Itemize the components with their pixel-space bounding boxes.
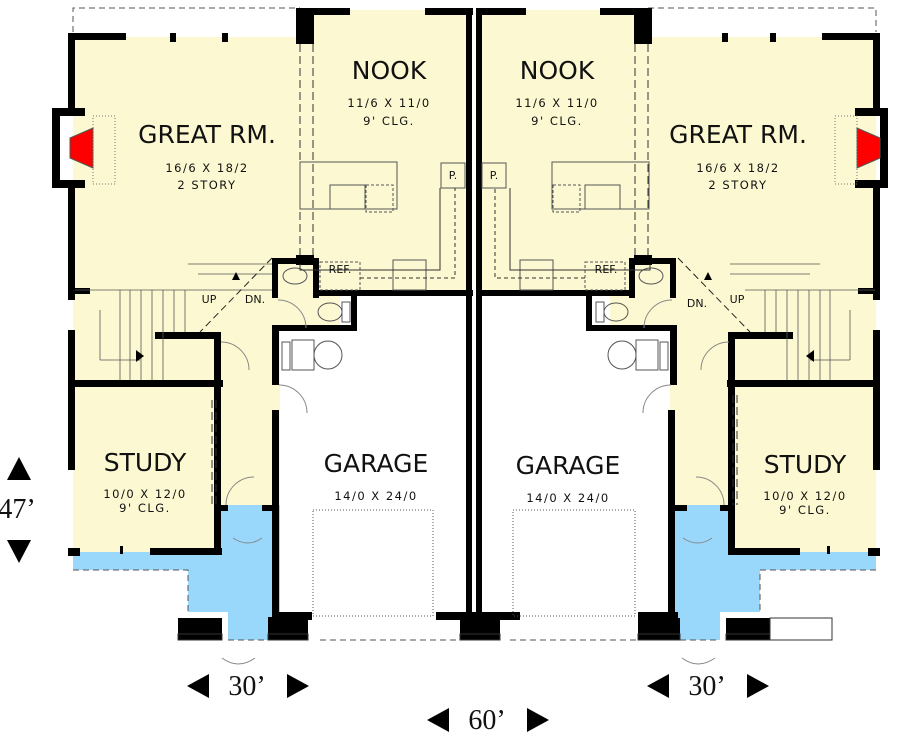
left-stair-up-label: UP: [201, 293, 217, 306]
left-nook-dims: 11/6 X 11/0: [347, 96, 431, 110]
left-unit-width-label: 30’: [228, 671, 266, 702]
right-pantry-label: P.: [489, 169, 499, 182]
left-width-dimension-arrows: [187, 674, 309, 698]
left-stair-down-label: DN.: [244, 293, 266, 306]
total-width-dimension-arrows: [427, 708, 549, 732]
depth-dimension-label: 47’: [0, 494, 36, 525]
left-study-name: STUDY: [103, 448, 187, 477]
down-arrow-icon: [7, 540, 31, 563]
left-great-room-dims: 16/6 X 18/2: [165, 161, 249, 175]
right-great-room-note: 2 STORY: [708, 178, 768, 192]
left-garage-dims: 14/0 X 24/0: [334, 489, 418, 503]
right-nook-note: 9' CLG.: [531, 114, 583, 128]
right-arrow-icon: [287, 674, 309, 698]
right-great-room-dims: 16/6 X 18/2: [696, 161, 780, 175]
right-arrow-icon: [527, 708, 549, 732]
right-arrow-icon: [747, 674, 769, 698]
left-study-dims: 10/0 X 12/0: [103, 487, 187, 501]
right-great-room-name: GREAT RM.: [669, 120, 807, 149]
right-garage-name: GARAGE: [515, 451, 621, 480]
fireplace-icons: [69, 115, 881, 185]
up-arrow-icon: [7, 457, 31, 480]
right-garage-dims: 14/0 X 24/0: [526, 491, 610, 505]
right-stair-down-label: DN.: [686, 297, 708, 310]
left-arrow-icon: [427, 708, 449, 732]
left-great-room-note: 2 STORY: [177, 178, 237, 192]
right-study-dims: 10/0 X 12/0: [763, 489, 847, 503]
right-study-name: STUDY: [763, 450, 847, 479]
right-nook-dims: 11/6 X 11/0: [515, 96, 599, 110]
left-arrow-icon: [647, 674, 669, 698]
depth-dimension-arrows: [7, 457, 31, 563]
left-study-note: 9' CLG.: [119, 501, 171, 515]
total-width-label: 60’: [468, 705, 506, 736]
right-nook-name: NOOK: [519, 56, 595, 85]
right-study-note: 9' CLG.: [779, 503, 831, 517]
right-width-dimension-arrows: [647, 674, 769, 698]
left-unit-fills: [73, 10, 470, 640]
left-arrow-icon: [187, 674, 209, 698]
left-garage-name: GARAGE: [323, 449, 429, 478]
left-great-room-name: GREAT RM.: [138, 120, 276, 149]
right-unit-fills: [478, 10, 876, 640]
left-nook-name: NOOK: [351, 56, 427, 85]
right-unit-width-label: 30’: [688, 671, 726, 702]
right-stair-up-label: UP: [729, 293, 745, 306]
left-pantry-label: P.: [448, 169, 458, 182]
right-ref-label: REF.: [594, 263, 618, 276]
left-nook-note: 9' CLG.: [363, 114, 415, 128]
left-ref-label: REF.: [328, 263, 352, 276]
